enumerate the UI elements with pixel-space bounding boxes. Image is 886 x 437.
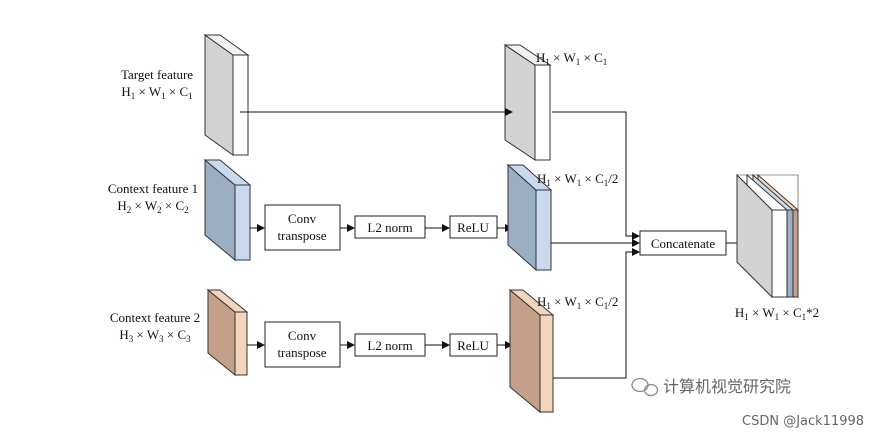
context1-dims: H2 × W2 × C2 — [117, 198, 188, 215]
context2-feature-slab — [206, 288, 249, 377]
bot-to-concat-connector — [553, 248, 640, 379]
concatenated-output-stack — [736, 173, 799, 299]
context1-feature-slab — [203, 158, 252, 262]
target-output-dims: H1 × W1 × C1 — [536, 50, 607, 67]
target-feature-slab — [203, 34, 250, 156]
concatenate-box — [639, 230, 727, 256]
relu-1-label: ReLU — [457, 220, 489, 235]
csdn-watermark: CSDN @Jack11998 — [742, 414, 864, 429]
conv-transpose-box-1 — [264, 204, 341, 251]
conv-transpose-1-line1: Conv — [288, 211, 317, 226]
context1-output-slab — [506, 163, 553, 272]
target-feature-dims: H1 × W1 × C1 — [121, 84, 192, 101]
relu-box-1 — [449, 215, 498, 239]
top-to-concat-connector — [552, 111, 640, 240]
relu-2-label: ReLU — [457, 338, 489, 353]
wechat-icon — [631, 377, 659, 397]
conv-transpose-2-line2: transpose — [277, 345, 326, 360]
conv-transpose-1-line2: transpose — [277, 228, 326, 243]
context2-label: Context feature 2 — [110, 310, 200, 325]
context2-dims: H3 × W3 × C3 — [119, 327, 191, 344]
context1-label: Context feature 1 — [108, 181, 198, 196]
context2-output-slab — [508, 288, 555, 414]
l2-norm-1-label: L2 norm — [367, 220, 412, 235]
target-feature-label: Target feature — [121, 67, 193, 82]
final-output-dims: H1 × W1 × C1*2 — [735, 305, 819, 322]
l2-norm-box-1 — [354, 215, 426, 239]
context2-output-dims: H1 × W1 × C1/2 — [537, 294, 618, 311]
l2-norm-2-label: L2 norm — [367, 338, 412, 353]
wechat-watermark: 计算机视觉研究院 — [663, 377, 791, 396]
concatenate-label: Concatenate — [651, 236, 715, 251]
conv-transpose-2-line1: Conv — [288, 328, 317, 343]
context1-output-dims: H1 × W1 × C1/2 — [537, 171, 618, 188]
